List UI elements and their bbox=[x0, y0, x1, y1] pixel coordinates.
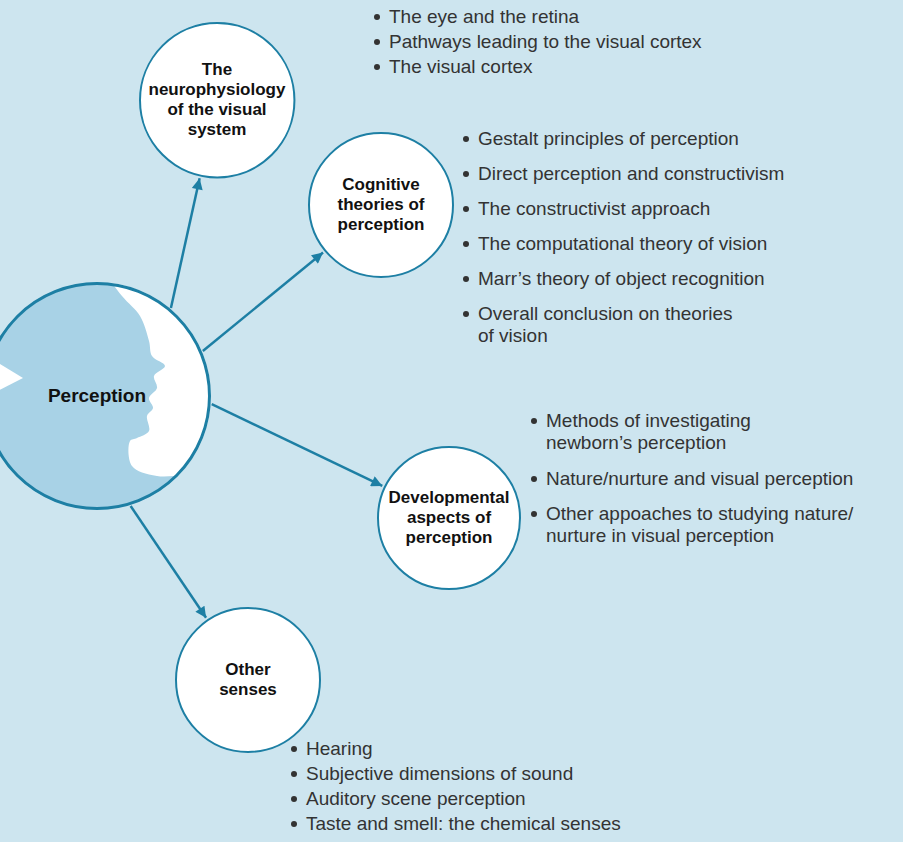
central-circle: Perception bbox=[0, 282, 211, 510]
bullet-dot bbox=[291, 796, 297, 802]
bullet-item: The computational theory of vision bbox=[462, 233, 767, 255]
bullet-text: Pathways leading to the visual cortex bbox=[389, 31, 702, 52]
bullet-dot bbox=[531, 418, 537, 424]
bullet-item: The visual cortex bbox=[373, 56, 533, 78]
face-wedge bbox=[0, 338, 23, 412]
bullet-text: Methods of investigating newborn’s perce… bbox=[546, 410, 751, 453]
bullet-item: Other appoaches to studying nature/ nurt… bbox=[530, 503, 866, 547]
bullet-dot bbox=[463, 276, 469, 282]
bullet-dot bbox=[374, 14, 380, 20]
node-title: Cognitive theories of perception bbox=[321, 175, 441, 235]
bullet-item: Pathways leading to the visual cortex bbox=[373, 31, 702, 53]
bullet-dot bbox=[463, 136, 469, 142]
bullet-text: Direct perception and constructivism bbox=[478, 163, 784, 184]
arrow-connector bbox=[212, 404, 383, 486]
bullet-item: Auditory scene perception bbox=[290, 788, 526, 810]
topic-circle: Cognitive theories of perception bbox=[308, 132, 454, 278]
bullet-text: The visual cortex bbox=[389, 56, 533, 77]
bullet-item: Marr’s theory of object recognition bbox=[462, 268, 765, 290]
bullet-text: Auditory scene perception bbox=[306, 788, 526, 809]
bullet-item: Nature/nurture and visual perception bbox=[530, 468, 853, 490]
topic-circle: Developmental aspects of perception bbox=[377, 446, 521, 590]
bullet-text: Nature/nurture and visual perception bbox=[546, 468, 853, 489]
bullet-text: The constructivist approach bbox=[478, 198, 710, 219]
bullet-text: Subjective dimensions of sound bbox=[306, 763, 573, 784]
arrow-connector bbox=[131, 506, 206, 618]
bullet-dot bbox=[463, 311, 469, 317]
circle-outline bbox=[140, 23, 294, 177]
node-title: Perception bbox=[48, 385, 146, 407]
bullet-item: Gestalt principles of perception bbox=[462, 128, 739, 150]
circle-outline bbox=[176, 608, 320, 752]
circle-outline bbox=[378, 447, 520, 589]
circle-outline bbox=[309, 133, 453, 277]
node-title: Developmental aspects of perception bbox=[385, 488, 513, 548]
bullet-item: Direct perception and constructivism bbox=[462, 163, 784, 185]
bullet-text: Overall conclusion on theories of vision bbox=[478, 303, 733, 346]
topic-circle: The neurophysiology of the visual system bbox=[139, 22, 295, 178]
bullet-item: Taste and smell: the chemical senses bbox=[290, 813, 621, 835]
bullet-dot bbox=[374, 64, 380, 70]
bullet-text: The computational theory of vision bbox=[478, 233, 767, 254]
arrow-connector bbox=[171, 178, 200, 308]
bullet-dot bbox=[531, 476, 537, 482]
topic-circle: Other senses bbox=[175, 607, 321, 753]
bullet-item: The constructivist approach bbox=[462, 198, 710, 220]
bullet-dot bbox=[531, 511, 537, 517]
node-title: Other senses bbox=[203, 660, 293, 700]
bullet-text: Marr’s theory of object recognition bbox=[478, 268, 765, 289]
bullet-dot bbox=[374, 39, 380, 45]
bullet-dot bbox=[291, 771, 297, 777]
arrow-connector bbox=[203, 253, 323, 352]
bullet-item: The eye and the retina bbox=[373, 6, 579, 28]
bullet-item: Methods of investigating newborn’s perce… bbox=[530, 410, 808, 454]
bullet-dot bbox=[463, 206, 469, 212]
node-text-box: Other senses bbox=[203, 660, 293, 700]
bullet-text: Hearing bbox=[306, 738, 373, 759]
node-text-box: Cognitive theories of perception bbox=[321, 175, 441, 235]
bullet-text: Gestalt principles of perception bbox=[478, 128, 739, 149]
node-title: The neurophysiology of the visual system bbox=[147, 60, 287, 140]
bullet-dot bbox=[463, 241, 469, 247]
bullet-item: Hearing bbox=[290, 738, 373, 760]
node-text-box: The neurophysiology of the visual system bbox=[147, 60, 287, 140]
bullet-text: The eye and the retina bbox=[389, 6, 579, 27]
bullet-item: Overall conclusion on theories of vision bbox=[462, 303, 740, 347]
circle-outline bbox=[0, 284, 210, 509]
node-text-box: Perception bbox=[48, 385, 146, 407]
bullet-text: Other appoaches to studying nature/ nurt… bbox=[546, 503, 853, 546]
bullet-text: Taste and smell: the chemical senses bbox=[306, 813, 621, 834]
node-text-box: Developmental aspects of perception bbox=[385, 488, 513, 548]
bullet-dot bbox=[291, 746, 297, 752]
head-silhouette bbox=[0, 256, 246, 565]
bullet-dot bbox=[463, 171, 469, 177]
bullet-item: Subjective dimensions of sound bbox=[290, 763, 573, 785]
bullet-dot bbox=[291, 821, 297, 827]
